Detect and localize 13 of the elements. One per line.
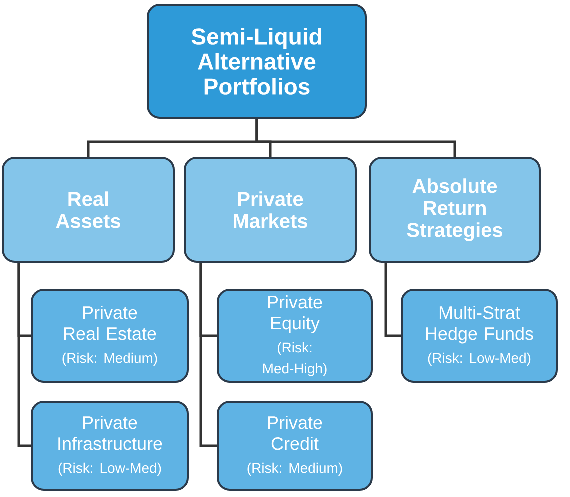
fund-box: Private Infrastructure (Risk: Low-Med) [31,400,189,491]
fund-box: Private Equity (Risk: Med-High) [217,288,373,383]
fund-box: Multi-Strat Hedge Funds (Risk: Low-Med) [401,288,558,383]
category-box: Absolute Return Strategies [369,157,541,263]
connector-line [384,263,401,338]
root-box: Semi-Liquid Alternative Portfolios [147,4,367,119]
category-box: Private Markets [184,157,357,263]
fund-box: Private Real Estate (Risk: Medium) [31,288,189,383]
connector-line [200,263,217,448]
category-box: Real Assets [2,157,175,263]
connector-line [256,119,456,157]
connector-line [18,263,31,448]
fund-box: Private Credit (Risk: Medium) [217,400,373,491]
